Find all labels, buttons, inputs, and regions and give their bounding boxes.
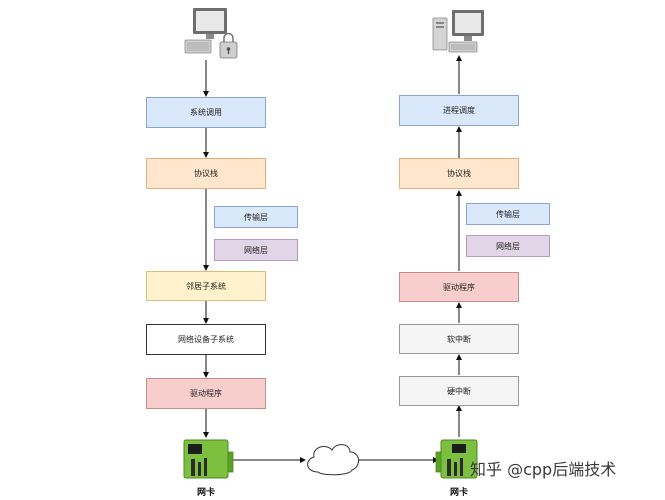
box-right-stack-label: 协议栈 — [447, 169, 471, 178]
network-card-icon-right — [435, 439, 478, 479]
box-right-network-label: 网络层 — [496, 241, 520, 251]
box-left-stack-label: 协议栈 — [194, 169, 218, 178]
box-left-driver: 驱动程序 — [146, 378, 266, 409]
box-hardirq: 硬中断 — [399, 376, 519, 406]
box-left-network: 网络层 — [214, 239, 298, 261]
box-right-stack: 协议栈 — [399, 158, 519, 189]
box-syscall: 系统调用 — [146, 97, 266, 128]
box-left-transport-label: 传输层 — [244, 212, 268, 222]
box-right-transport: 传输层 — [466, 203, 550, 225]
box-right-driver: 驱动程序 — [399, 272, 519, 302]
box-neighbor: 邻居子系统 — [146, 271, 266, 301]
box-neighbor-label: 邻居子系统 — [186, 281, 226, 291]
box-right-transport-label: 传输层 — [496, 209, 520, 219]
box-netdev: 网络设备子系统 — [146, 324, 266, 355]
computer-lock-icon — [184, 8, 238, 59]
box-left-stack: 协议栈 — [146, 158, 266, 189]
box-right-network: 网络层 — [466, 235, 550, 257]
box-left-transport: 传输层 — [214, 206, 298, 228]
watermark: 知乎 @cpp后端技术 — [470, 460, 617, 479]
box-softirq-label: 软中断 — [447, 334, 471, 344]
computer-icon — [432, 10, 484, 53]
box-hardirq-label: 硬中断 — [447, 386, 471, 396]
left-nic-label: 网卡 — [196, 488, 215, 498]
box-netdev-label: 网络设备子系统 — [178, 335, 234, 344]
network-card-icon-left — [183, 439, 234, 479]
box-syscall-label: 系统调用 — [190, 108, 222, 117]
cloud-icon — [307, 444, 359, 476]
box-softirq: 软中断 — [399, 324, 519, 354]
box-right-driver-label: 驱动程序 — [443, 282, 475, 292]
box-schedule: 进程调度 — [399, 95, 519, 126]
box-left-network-label: 网络层 — [244, 245, 268, 255]
right-nic-label: 网卡 — [449, 488, 468, 498]
box-left-driver-label: 驱动程序 — [190, 389, 222, 398]
box-schedule-label: 进程调度 — [443, 106, 475, 115]
